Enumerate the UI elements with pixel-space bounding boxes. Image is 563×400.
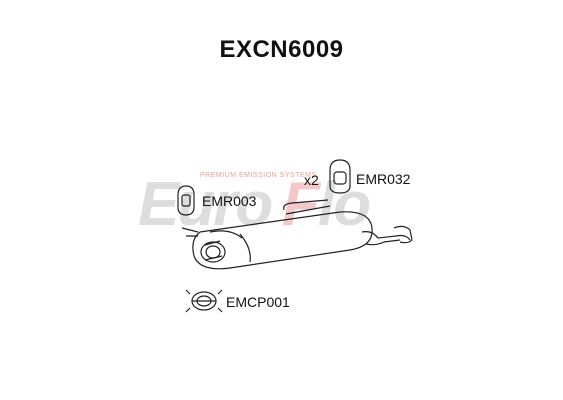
svg-text:F: F (282, 170, 322, 239)
emr032-quantity: x2 (304, 172, 319, 188)
emr032-label: EMR032 (356, 171, 411, 187)
svg-text:PREMIUM EMISSION SYSTEMS: PREMIUM EMISSION SYSTEMS (200, 172, 317, 179)
part-number-title: EXCN6009 (219, 36, 344, 63)
rear-silencer-icon (181, 199, 413, 270)
pipe-clamp-emcp001-icon (185, 289, 223, 313)
emr003-label: EMR003 (202, 193, 257, 209)
emcp001-label: EMCP001 (226, 294, 290, 310)
rubber-hanger-emr003-icon (177, 185, 195, 216)
svg-text:Euro: Euro (138, 170, 271, 239)
svg-text:lo: lo (318, 170, 369, 239)
rubber-hanger-emr032-icon (329, 159, 351, 194)
